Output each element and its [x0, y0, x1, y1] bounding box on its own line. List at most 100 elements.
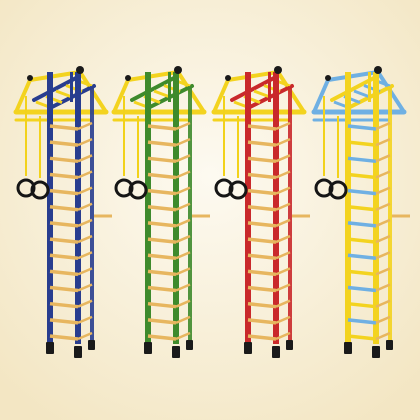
ladder-rung [49, 318, 79, 325]
ladder-rung [247, 253, 277, 260]
side-rung [175, 283, 191, 292]
ladder-rung [247, 156, 277, 164]
gym-ring-left [16, 178, 36, 198]
post-cap [27, 75, 33, 81]
ladder-rung [347, 285, 377, 293]
frame-cross-beam [330, 76, 376, 102]
ladder-rung [247, 140, 277, 147]
frame-rung [353, 89, 371, 99]
side-rung [77, 186, 93, 195]
post-cap [76, 66, 84, 74]
post-cap [325, 75, 331, 81]
gym-ring-left [314, 178, 334, 198]
side-rung [375, 218, 391, 228]
ladder-rung [49, 269, 79, 277]
ladder-rung [247, 334, 277, 341]
side-rung [275, 299, 291, 308]
ladder-rung [247, 188, 277, 196]
frame-cross-beam [32, 76, 78, 102]
ladder-rung [147, 237, 177, 244]
post-back [188, 86, 192, 344]
side-rung [77, 267, 93, 276]
frame-cross-beam [130, 76, 176, 102]
side-rung [77, 202, 93, 211]
ladder-rung [247, 124, 277, 131]
foot [272, 346, 280, 358]
side-rung [275, 186, 291, 195]
ladder-rung [49, 172, 79, 180]
side-rung [175, 138, 191, 147]
ladder-rung [49, 140, 79, 147]
side-rung [175, 299, 191, 308]
ladder-rung [247, 237, 277, 244]
ladder-rung [347, 269, 377, 277]
side-rung [275, 218, 291, 228]
ladder-rung [147, 334, 177, 341]
side-rung [175, 170, 191, 179]
post-cap [374, 66, 382, 74]
ladder-rung [247, 205, 277, 212]
gym-ring-right [228, 180, 248, 200]
frame-rung [55, 89, 73, 99]
units-group [13, 66, 410, 358]
frame-side-left [14, 78, 32, 114]
ladder-rung [347, 334, 377, 341]
side-rung [275, 202, 291, 211]
side-rung [175, 154, 191, 163]
side-rung [175, 121, 191, 131]
side-rung [275, 121, 291, 131]
ladder-rung [247, 221, 277, 228]
post-top-stub [268, 72, 271, 102]
side-rung [77, 170, 93, 179]
side-rung [77, 283, 93, 292]
frame-rung [253, 89, 271, 99]
green-yellow-wall-bars [111, 66, 210, 358]
foot [46, 342, 54, 354]
foot [74, 346, 82, 358]
foot [88, 340, 95, 350]
side-rung [375, 154, 391, 163]
ladder-rung [49, 205, 79, 212]
ladder-rung [347, 301, 377, 309]
side-rung [77, 234, 93, 244]
side-rung [275, 331, 291, 341]
gym-ring-right [328, 180, 348, 200]
ladder-rung [147, 172, 177, 180]
side-rung [375, 170, 391, 179]
ladder-rung [247, 301, 277, 309]
frame-cross-beam [230, 76, 276, 102]
foot [344, 342, 352, 354]
side-rung [275, 234, 291, 244]
side-rung [375, 186, 391, 195]
ladder-rung [147, 156, 177, 164]
post-right [75, 72, 81, 344]
ladder-rung [347, 237, 377, 244]
side-rung [175, 234, 191, 244]
side-rung [275, 154, 291, 163]
side-rung [77, 315, 93, 324]
foot [386, 340, 393, 350]
side-rung [375, 138, 391, 147]
ladder-rung [147, 140, 177, 147]
side-rung [275, 170, 291, 179]
frame-side-left [112, 78, 130, 114]
post-top-stub [368, 72, 371, 102]
post-back [388, 86, 392, 344]
side-rung [77, 154, 93, 163]
ladder-rung [347, 124, 377, 131]
gym-ring-left [214, 178, 234, 198]
side-rung [175, 331, 191, 341]
lightblue-yellow-wall-bars [311, 66, 410, 358]
ladder-rung [247, 172, 277, 180]
post-cap [125, 75, 131, 81]
ladder-rung [49, 124, 79, 131]
side-rung [275, 267, 291, 276]
side-rung [77, 331, 93, 341]
side-rung [275, 283, 291, 292]
gym-ring-right [128, 180, 148, 200]
side-rung [275, 315, 291, 324]
frame-rung [153, 89, 171, 99]
side-rung [77, 251, 93, 260]
side-rung [175, 267, 191, 276]
